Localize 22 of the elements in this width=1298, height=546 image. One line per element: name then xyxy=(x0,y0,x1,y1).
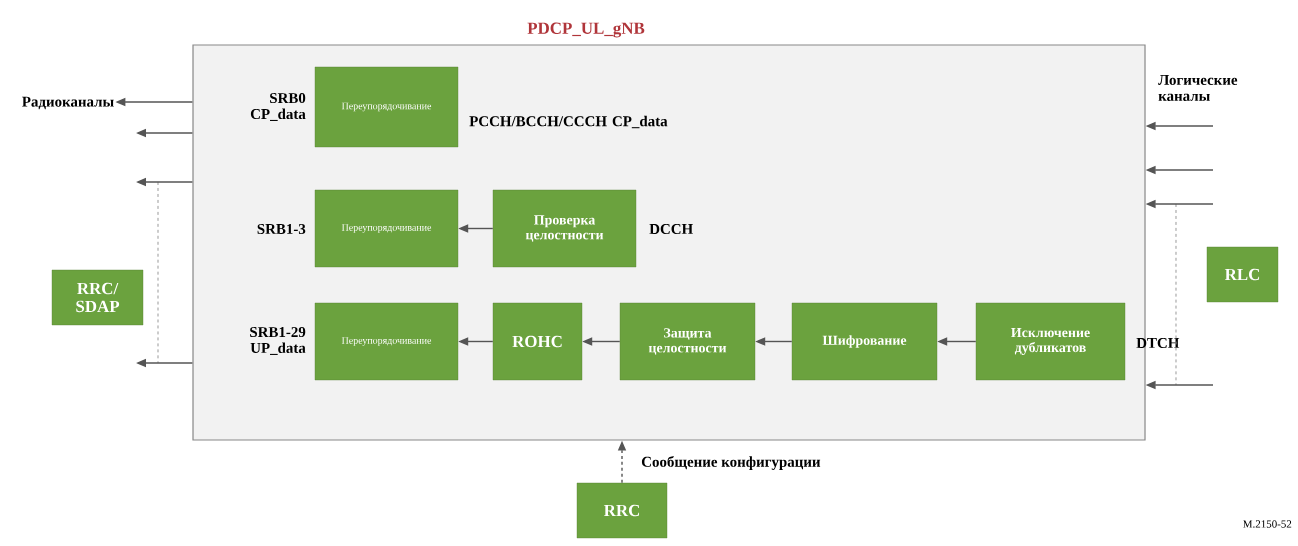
edge-label: Сообщение конфигурации xyxy=(640,455,822,471)
process-box: ROHC xyxy=(492,302,583,381)
label: Логические каналы xyxy=(1158,75,1238,101)
process-box: Переупорядочивание xyxy=(314,66,459,148)
process-box: Исключение дубликатов xyxy=(975,302,1126,381)
channel-label: SRB1-29 UP_data xyxy=(250,327,306,355)
channel-label: SRB0 CP_data xyxy=(250,93,306,121)
title: PDCP_UL_gNB xyxy=(527,22,645,38)
process-box: Защита целостности xyxy=(619,302,756,381)
process-box: Переупорядочивание xyxy=(314,189,459,268)
label: Радиоканалы xyxy=(22,96,114,110)
channel-label: DTCH xyxy=(1136,338,1180,348)
process-box: RRC xyxy=(576,482,668,539)
process-box: Проверка целостности xyxy=(492,189,637,268)
process-box: RRC/ SDAP xyxy=(51,269,144,326)
process-box: Шифрование xyxy=(791,302,938,381)
channel-label: SRB1-3 xyxy=(257,224,306,234)
channel-label: PCCH/BCCH/CCCH CP_data xyxy=(469,115,668,129)
process-box: Переупорядочивание xyxy=(314,302,459,381)
process-box: RLC xyxy=(1206,246,1279,303)
channel-label: DCCH xyxy=(649,224,693,234)
label: M.2150-52 xyxy=(1243,520,1292,528)
